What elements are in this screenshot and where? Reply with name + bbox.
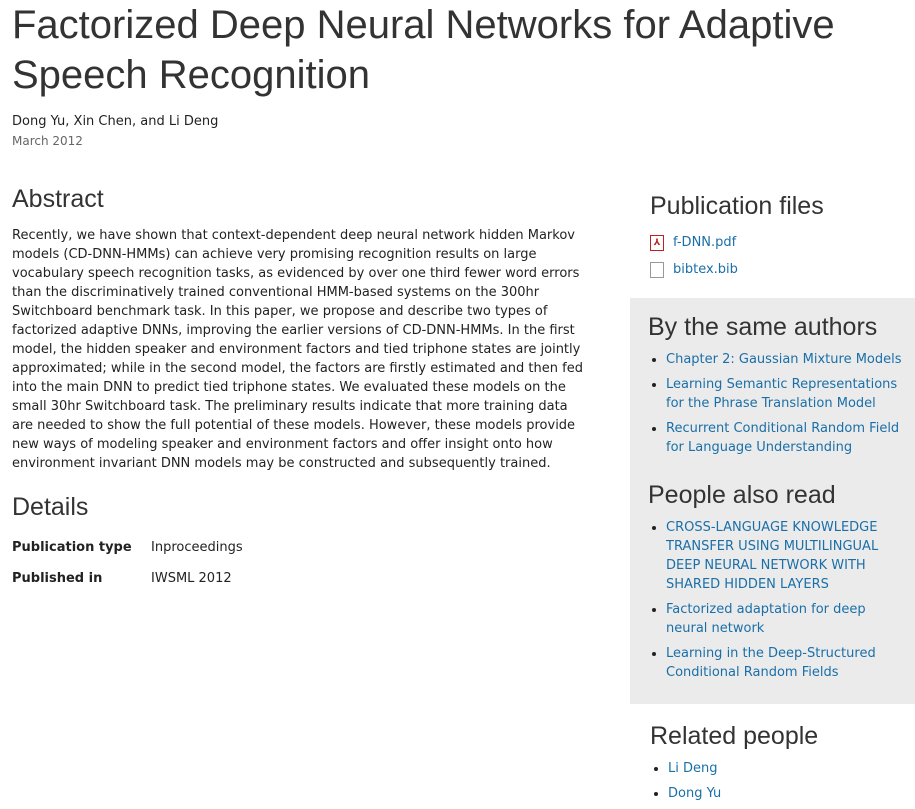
same-authors-heading: By the same authors (648, 313, 878, 341)
detail-label: Publication type (12, 540, 132, 555)
related-link[interactable]: Recurrent Conditional Random Field for L… (666, 421, 900, 455)
related-people-section: Related people Li Deng Dong Yu (650, 722, 910, 809)
detail-row: Published in IWSML 2012 (12, 571, 243, 602)
file-icon (650, 261, 664, 278)
related-people-heading: Related people (650, 722, 819, 750)
pdf-icon: ⅄ (650, 234, 664, 251)
file-link[interactable]: f-DNN.pdf (673, 235, 737, 250)
detail-label: Published in (12, 571, 103, 586)
related-panel (630, 298, 915, 704)
detail-value: IWSML 2012 (151, 571, 232, 586)
abstract-heading: Abstract (12, 185, 104, 213)
detail-row: Publication type Inproceedings (12, 540, 243, 571)
also-read-section: People also read CROSS-LANGUAGE KNOWLEDG… (648, 481, 908, 688)
person-link[interactable]: Li Deng (668, 761, 718, 776)
same-authors-section: By the same authors Chapter 2: Gaussian … (648, 313, 908, 463)
related-link[interactable]: Learning Semantic Representations for th… (666, 377, 898, 411)
related-link[interactable]: Learning in the Deep-Structured Conditio… (666, 646, 876, 680)
publication-date: March 2012 (12, 134, 83, 148)
related-link[interactable]: Chapter 2: Gaussian Mixture Models (666, 352, 902, 367)
detail-value: Inproceedings (151, 540, 243, 555)
details-heading: Details (12, 493, 89, 521)
also-read-heading: People also read (648, 481, 836, 509)
file-link[interactable]: bibtex.bib (673, 262, 738, 277)
abstract-text: Recently, we have shown that context-dep… (12, 228, 583, 471)
authors: Dong Yu, Xin Chen, and Li Deng (12, 114, 219, 129)
person-link[interactable]: Dong Yu (668, 786, 722, 801)
publication-files: Publication files ⅄ f-DNN.pdf bibtex.bib (650, 192, 900, 283)
details-table: Publication type Inproceedings Published … (12, 540, 243, 602)
page-title: Factorized Deep Neural Networks for Adap… (12, 3, 835, 97)
related-link[interactable]: Factorized adaptation for deep neural ne… (666, 602, 866, 636)
related-link[interactable]: CROSS-LANGUAGE KNOWLEDGE TRANSFER USING … (666, 520, 879, 592)
files-heading: Publication files (650, 192, 824, 220)
